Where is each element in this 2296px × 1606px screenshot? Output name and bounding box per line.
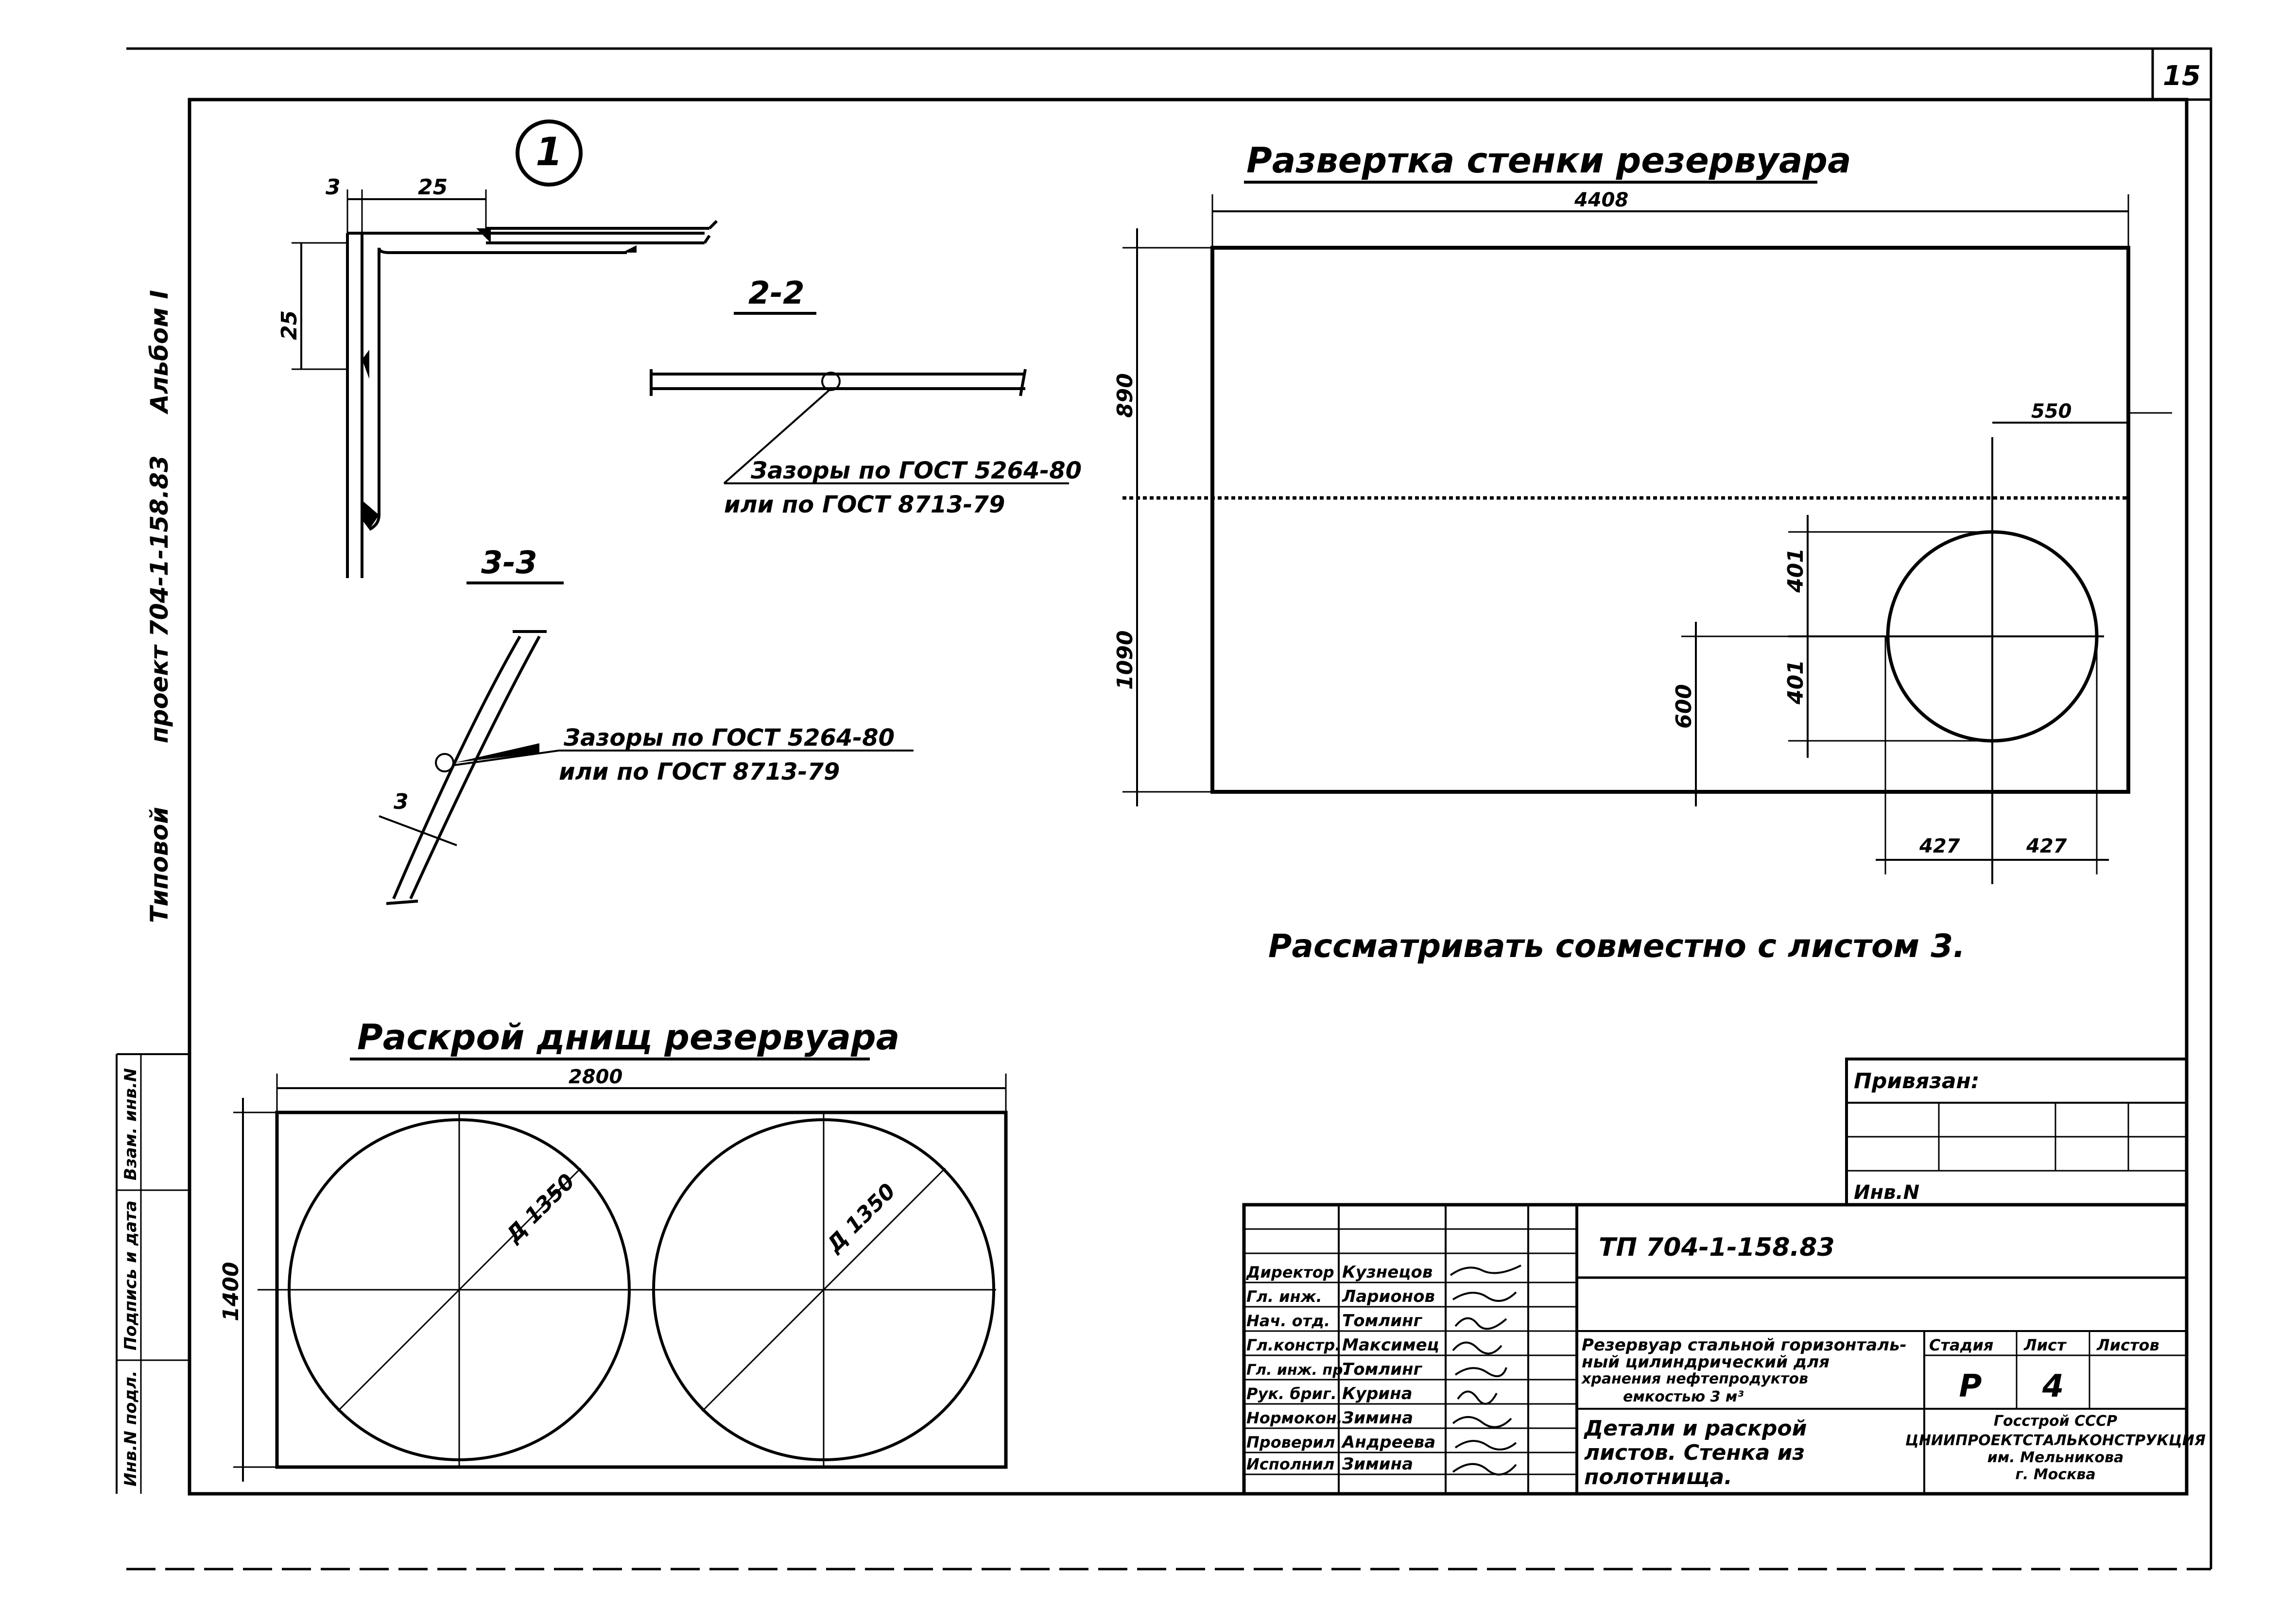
sheet-desc-3: полотнища. [1584, 1465, 1732, 1489]
title-block: ТП 704-1-158.83 Директор Гл. инж. Нач. о… [1242, 1203, 2206, 1496]
wall-dim-half-right: 427 [2026, 835, 2067, 857]
detail-1-marker-label: 1 [535, 129, 563, 174]
sheets-label: Листов [2096, 1336, 2159, 1354]
section-3-3-note-1: Зазоры по ГОСТ 5264-80 [563, 724, 895, 752]
name-6: Курина [1342, 1384, 1413, 1403]
wall-plate [1210, 246, 2130, 794]
org-line-4: г. Москва [2015, 1466, 2095, 1483]
bottom-dim-width: 2800 [569, 1066, 622, 1088]
detail-1-dim-b: 25 [418, 175, 448, 200]
bottom-cut-title: Раскрой днищ резервуара [357, 1017, 899, 1058]
binding-title: Привязан: [1854, 1069, 1980, 1093]
object-line-4: емкостью 3 м³ [1623, 1388, 1744, 1405]
org-line-3: им. Мельникова [1987, 1449, 2123, 1466]
side-label-typical: Типовой [145, 807, 173, 923]
wall-dim-lower: 1090 [1113, 631, 1138, 690]
role-1: Директор [1246, 1263, 1334, 1281]
stamp-inv-podl: Инв.N подл. [121, 1370, 140, 1486]
stamp-vzam-inv: Взам. инв.N [121, 1068, 140, 1180]
wall-dim-center: 600 [1672, 684, 1696, 729]
wall-dim-radius-upper: 401 [1783, 548, 1808, 593]
bottom-dim-diam-left: Д 1350 [501, 1169, 580, 1248]
detail-1: 1 3 25 25 [277, 120, 718, 578]
wall-dim-upper: 890 [1113, 373, 1138, 418]
binding-box: Привязан: Инв.N [1845, 1058, 2188, 1206]
section-3-3-note-2: или по ГОСТ 8713-79 [559, 758, 840, 786]
name-9: Зимина [1342, 1454, 1413, 1474]
sheet-number: 15 [2163, 60, 2201, 92]
section-3-3-dim: 3 [394, 789, 409, 814]
name-7: Зимина [1342, 1408, 1413, 1428]
name-3: Томлинг [1342, 1311, 1423, 1331]
name-4: Максимец [1342, 1335, 1439, 1355]
stage-value: Р [1959, 1368, 1982, 1404]
wall-development-title: Развертка стенки резервуара [1246, 140, 1851, 181]
org-line-2: ЦНИИПРОЕКТСТАЛЬКОНСТРУКЦИЯ [1905, 1432, 2206, 1449]
role-5: Гл. инж. пр. [1246, 1362, 1348, 1379]
bottom-dim-diam-right: Д 1350 [821, 1179, 900, 1258]
side-label-project: проект 704-1-158.83 [145, 455, 173, 743]
org-line-1: Госстрой СССР [1994, 1413, 2117, 1430]
sheet-value: 4 [2042, 1368, 2064, 1404]
sheet-desc-2: листов. Стенка из [1584, 1440, 1805, 1465]
detail-1-dim-a: 3 [326, 175, 341, 200]
binding-inv: Инв.N [1854, 1181, 1919, 1204]
detail-1-dim-c: 25 [277, 310, 302, 340]
bottom-cut: Раскрой днищ резервуара 2800 1400 Д 1350… [219, 1017, 1008, 1482]
object-line-2: ный цилиндрический для [1582, 1352, 1830, 1372]
role-8: Проверил [1246, 1433, 1335, 1452]
note-main: Рассматривать совместно с листом 3. [1268, 927, 1965, 965]
name-2: Ларионов [1342, 1287, 1435, 1306]
object-line-1: Резервуар стальной горизонталь- [1582, 1335, 1907, 1355]
section-2-2-note-1: Зазоры по ГОСТ 5264-80 [750, 457, 1082, 484]
side-label-album: Альбом I [145, 290, 173, 415]
role-4: Гл.констр. [1246, 1336, 1341, 1354]
role-7: Нормокон. [1246, 1409, 1343, 1427]
section-2-2-label: 2-2 [748, 275, 805, 311]
name-8: Андреева [1341, 1433, 1435, 1452]
sheet-label: Лист [2023, 1336, 2067, 1354]
wall-dim-offset: 550 [2031, 400, 2072, 423]
object-line-3: хранения нефтепродуктов [1581, 1370, 1808, 1387]
role-2: Гл. инж. [1246, 1287, 1322, 1306]
sheet-number-box [2151, 47, 2212, 101]
wall-dim-width: 4408 [1574, 189, 1628, 211]
wall-dim-half-left: 427 [1919, 835, 1960, 857]
name-1: Кузнецов [1342, 1263, 1433, 1282]
section-3-3-label: 3-3 [481, 545, 537, 581]
name-5: Томлинг [1342, 1360, 1423, 1379]
section-3-3: 3-3 Зазоры по ГОСТ 5264-80 или по ГОСТ 8… [379, 545, 914, 905]
sheet-desc-1: Детали и раскрой [1583, 1416, 1807, 1441]
drawing-frame [188, 98, 2189, 1496]
signatures [1450, 1264, 1521, 1476]
bottom-dim-height: 1400 [219, 1262, 243, 1321]
role-3: Нач. отд. [1246, 1312, 1330, 1330]
left-stamp: Инв.N подл. Подпись и дата Взам. инв.N [116, 1053, 190, 1494]
wall-development: Развертка стенки резервуара 4408 890 109… [1113, 140, 2172, 884]
detail-1-marker [516, 120, 583, 187]
role-6: Рук. бриг. [1246, 1384, 1337, 1403]
role-9: Исполнил [1246, 1455, 1334, 1473]
title-code: ТП 704-1-158.83 [1599, 1233, 1835, 1262]
section-2-2: 2-2 Зазоры по ГОСТ 5264-80 или по ГОСТ 8… [650, 275, 1082, 518]
section-2-2-note-2: или по ГОСТ 8713-79 [724, 491, 1005, 518]
stage-label: Стадия [1929, 1336, 1993, 1354]
stamp-podpis-data: Подпись и дата [121, 1200, 140, 1350]
wall-dim-radius-lower: 401 [1783, 660, 1808, 705]
